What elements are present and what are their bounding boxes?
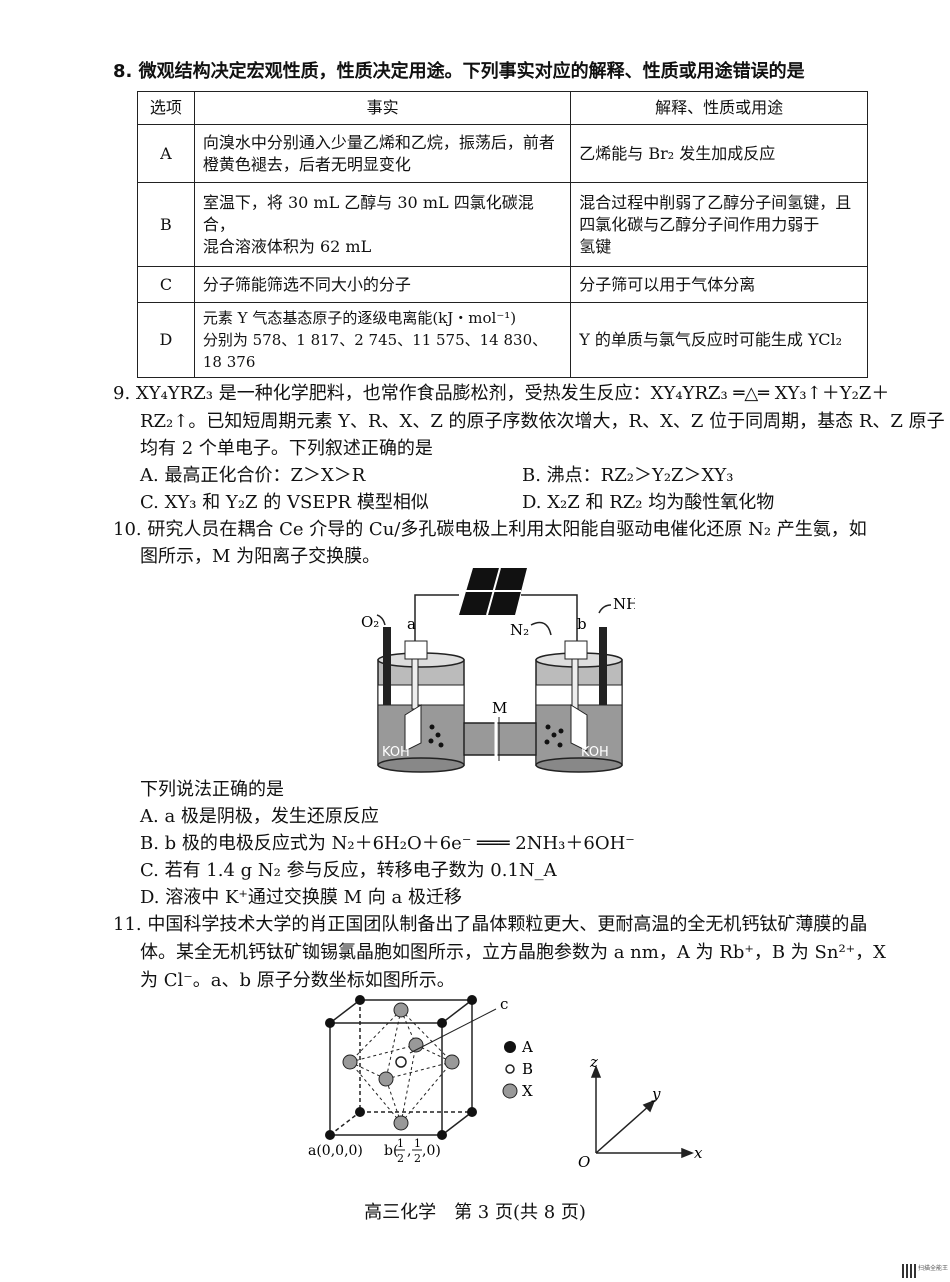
label-n2: N₂ [510, 621, 529, 639]
table-row: D 元素 Y 气态基态原子的逐级电离能(kJ・mol⁻¹) 分别为 578、1 … [137, 302, 868, 378]
header-explanation: 解释、性质或用途 [570, 91, 868, 125]
qr-code-icon [902, 1264, 916, 1278]
label-b: b [577, 615, 587, 633]
legend-b: B [522, 1060, 533, 1078]
wire-right [521, 594, 578, 651]
fact-line: 室温下，将 30 mL 乙醇与 30 mL 四氯化碳混合， [202, 192, 534, 234]
label-a: a [407, 615, 416, 633]
left-cell [377, 627, 465, 773]
half-den-1: 2 [397, 1152, 404, 1165]
fact-line: 橙黄色褪去，后者无明显变化 [202, 154, 411, 174]
half-num-2: 1 [414, 1137, 421, 1150]
q9-option-c: C. XY₃ 和 Y₂Z 的 VSEPR 模型相似 [140, 492, 429, 513]
q10-option-c: C. 若有 1.4 g N₂ 参与反应，转移电子数为 0.1N_A [140, 860, 557, 881]
origin-label: O [578, 1153, 590, 1171]
axis-x-label: x [694, 1144, 703, 1162]
expl-line: 四氯化碳与乙醇分子间作用力弱于 [579, 214, 820, 234]
axis-y-label: y [651, 1085, 661, 1103]
table-row: C 分子筛能筛选不同大小的分子 分子筛可以用于气体分离 [137, 266, 868, 303]
svg-text:,: , [407, 1143, 411, 1159]
axes [590, 1064, 695, 1159]
coord-a: a(0,0,0) [308, 1143, 363, 1159]
n2-arrow-icon [530, 621, 552, 636]
q9-option-a: A. 最高正化合价：Z＞X＞R [140, 465, 366, 486]
half-den-2: 2 [414, 1152, 421, 1165]
label-o2: O₂ [361, 613, 379, 631]
header-option: 选项 [137, 91, 195, 125]
q10-option-d: D. 溶液中 K⁺通过交换膜 M 向 a 极迁移 [140, 887, 462, 908]
nh3-arrow-icon [598, 604, 612, 614]
row-fact: 元素 Y 气态基态原子的逐级电离能(kJ・mol⁻¹) 分别为 578、1 81… [193, 302, 572, 378]
right-cell [535, 627, 623, 773]
salt-bridge-tube [463, 722, 537, 756]
row-option: B [137, 182, 195, 267]
fact-line: 分子筛能筛选不同大小的分子 [202, 274, 411, 294]
row-explanation: 分子筛可以用于气体分离 [570, 266, 868, 303]
legend-x-icon [502, 1083, 518, 1099]
q9-line2: RZ₂↑。已知短周期元素 Y、R、X、Z 的原子序数依次增大，R、X、Z 位于同… [140, 411, 945, 432]
q8-title: 8. 微观结构决定宏观性质，性质决定用途。下列事实对应的解释、性质或用途错误的是 [113, 61, 805, 82]
table-row: B 室温下，将 30 mL 乙醇与 30 mL 四氯化碳混合， 混合溶液体积为 … [137, 182, 868, 267]
q11-line1: 11. 中国科学技术大学的肖正国团队制备出了晶体颗粒更大、更耐高温的全无机钙钛矿… [113, 914, 868, 935]
header-fact: 事实 [193, 91, 572, 125]
fact-line: 分别为 578、1 817、2 745、11 575、14 830、18 376 [202, 331, 548, 371]
expl-line: 乙烯能与 Br₂ 发生加成反应 [579, 143, 776, 163]
q10-option-a: A. a 极是阴极，发生还原反应 [140, 806, 379, 827]
row-fact: 向溴水中分别通入少量乙烯和乙烷，振荡后，前者 橙黄色褪去，后者无明显变化 [193, 124, 572, 183]
q10-option-b: B. b 极的电极反应式为 N₂＋6H₂O＋6e⁻ ═══ 2NH₃＋6OH⁻ [140, 833, 635, 854]
row-option: A [137, 124, 195, 183]
electrolysis-cell-diagram: O₂ a N₂ b NH₃ M KOH KOH [361, 567, 635, 773]
wire-left [414, 594, 459, 651]
row-fact: 室温下，将 30 mL 乙醇与 30 mL 四氯化碳混合， 混合溶液体积为 62… [193, 182, 572, 267]
q8-table: 选项 事实 解释、性质或用途 A 向溴水中分别通入少量乙烯和乙烷，振荡后，前者 … [137, 91, 868, 378]
c-pointer [409, 1008, 497, 1054]
atoms-a [325, 995, 477, 1140]
expl-line: 分子筛可以用于气体分离 [579, 274, 756, 294]
legend-a: A [521, 1038, 533, 1056]
crystal-cell-diagram: c A B X a(0,0,0) b( 1 2 , 1 2 ,0) z y x … [308, 995, 703, 1171]
legend-x: X [522, 1082, 533, 1100]
q11-line3: 为 Cl⁻。a、b 原子分数坐标如图所示。 [140, 970, 455, 991]
fact-line: 向溴水中分别通入少量乙烯和乙烷，振荡后，前者 [202, 132, 555, 152]
fact-line: 元素 Y 气态基态原子的逐级电离能(kJ・mol⁻¹) [202, 309, 517, 327]
axis-z-label: z [589, 1053, 598, 1071]
q9-line3: 均有 2 个单电子。下列叙述正确的是 [140, 438, 433, 459]
atom-b [395, 1056, 407, 1068]
row-explanation: Y 的单质与氯气反应时可能生成 YCl₂ [570, 302, 868, 378]
fact-line: 混合溶液体积为 62 mL [202, 236, 372, 256]
coord-b-suffix: ,0) [422, 1143, 441, 1159]
row-explanation: 混合过程中削弱了乙醇分子间氢键，且 四氯化碳与乙醇分子间作用力弱于 氢键 [570, 182, 868, 267]
row-explanation: 乙烯能与 Br₂ 发生加成反应 [570, 124, 868, 183]
o2-arrow-icon [376, 614, 386, 626]
expl-line: 混合过程中削弱了乙醇分子间氢键，且 [579, 192, 852, 212]
q10-prompt: 下列说法正确的是 [140, 779, 284, 800]
expl-line: 氢键 [579, 236, 612, 256]
row-fact: 分子筛能筛选不同大小的分子 [193, 266, 572, 303]
q10-line1: 10. 研究人员在耦合 Ce 介导的 Cu/多孔碳电极上利用太阳能自驱动电催化还… [113, 519, 867, 540]
solar-panel-icon [459, 567, 527, 616]
coord-b-prefix: b( [384, 1143, 398, 1159]
q10-line2: 图所示，M 为阳离子交换膜。 [140, 546, 381, 567]
table-header-row: 选项 事实 解释、性质或用途 [137, 91, 868, 125]
expl-line: Y 的单质与氯气反应时可能生成 YCl₂ [579, 330, 843, 349]
table-row: A 向溴水中分别通入少量乙烯和乙烷，振荡后，前者 橙黄色褪去，后者无明显变化 乙… [137, 124, 868, 183]
q9-line1: 9. XY₄YRZ₃ 是一种化学肥料，也常作食品膨松剂，受热发生反应：XY₄YR… [113, 383, 890, 404]
row-option: C [137, 266, 195, 303]
label-koh-right: KOH [581, 745, 609, 760]
half-num-1: 1 [397, 1137, 404, 1150]
label-c: c [500, 995, 508, 1013]
page-footer: 高三化学 第 3 页(共 8 页) [364, 1202, 586, 1223]
legend-b-icon [505, 1064, 515, 1074]
q9-option-d: D. X₂Z 和 RZ₂ 均为酸性氧化物 [522, 492, 775, 513]
q11-line2: 体。某全无机钙钛矿铷锡氯晶胞如图所示，立方晶胞参数为 a nm，A 为 Rb⁺，… [140, 942, 886, 963]
q9-option-b: B. 沸点：RZ₂＞Y₂Z＞XY₃ [522, 465, 734, 486]
row-option: D [137, 302, 195, 378]
label-koh-left: KOH [382, 745, 410, 760]
label-m: M [492, 699, 507, 717]
watermark-text: 扫描全能王 [918, 1265, 949, 1272]
legend-a-icon [504, 1041, 516, 1053]
label-nh3: NH₃ [613, 595, 635, 613]
